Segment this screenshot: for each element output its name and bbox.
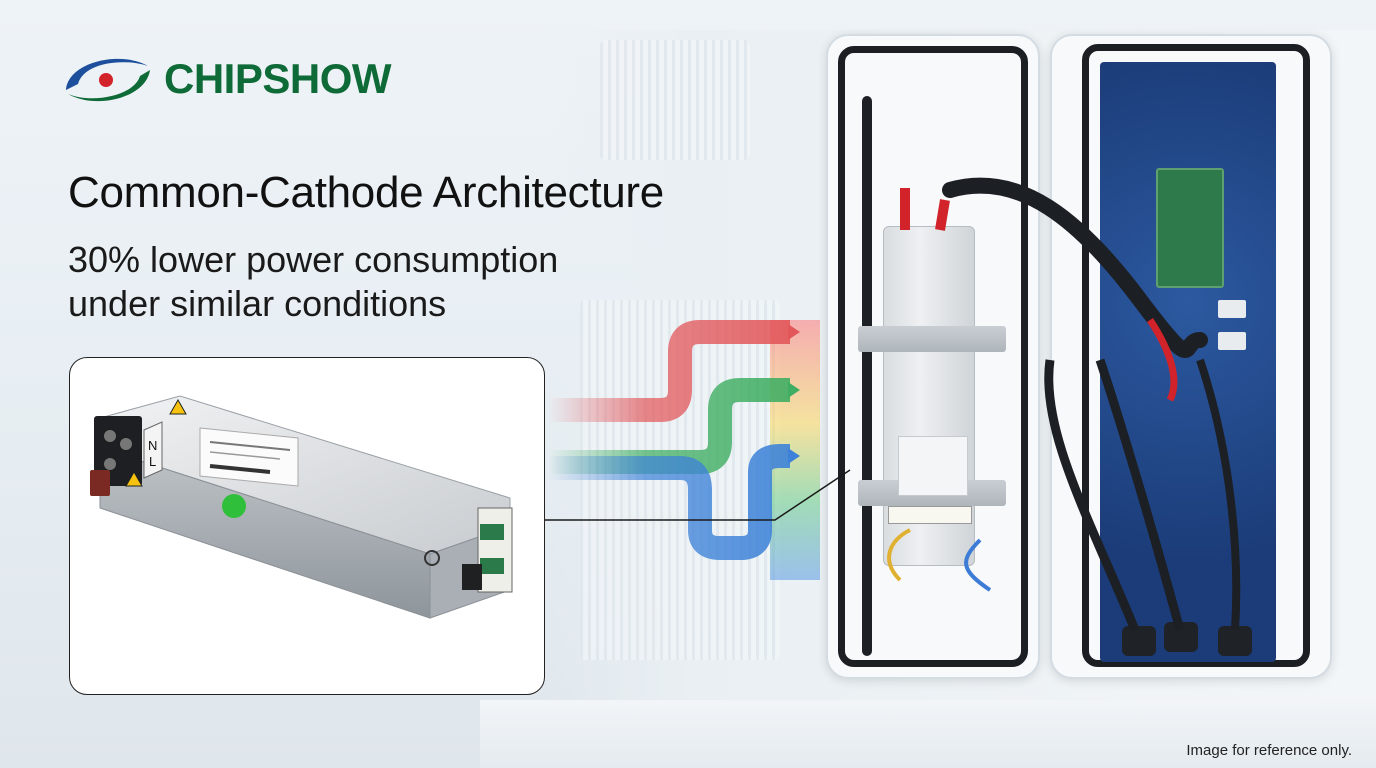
bay-gasket [1082,44,1310,667]
black-cable [862,96,872,656]
control-board-bay [1050,34,1332,679]
power-supply-unit-image: N L [90,395,513,619]
receiving-card [1156,168,1224,288]
cable-gland [1218,626,1252,656]
power-supply-bay [826,34,1040,679]
chipshow-swoosh-logo-icon [66,58,150,102]
psu-label-sticker [898,436,968,496]
cabinet-base [480,700,1376,768]
subheadline: 30% lower power consumption under simila… [68,238,628,326]
disclaimer-text: Image for reference only. [1186,742,1352,759]
power-supply-callout: N L [69,357,545,695]
cable-gland [1122,626,1156,656]
output-terminal-block [477,507,513,593]
brand-name: CHIPSHOW [164,55,392,102]
warning-icon [125,470,143,487]
mounting-bracket-top [858,326,1006,352]
subheadline-line-2: under similar conditions [68,283,447,324]
red-flow-arrow [548,320,790,422]
warning-icon [169,398,187,415]
connector [1218,332,1246,350]
brand-logo[interactable]: CHIPSHOW [60,44,392,114]
certification-label [199,427,299,487]
green-flow-arrow [548,378,790,474]
bay-gasket [838,46,1028,667]
connector [1218,300,1246,318]
callout-leader-line [545,469,851,521]
green-qc-sticker [222,494,246,518]
terminal-strip [888,506,972,524]
page-title: Common-Cathode Architecture [68,168,664,217]
subheadline-line-1: 30% lower power consumption [68,239,559,280]
led-driver-board [1100,62,1276,662]
heatsink-fins [600,40,750,160]
blue-flow-arrow [548,444,790,560]
voltage-adjust-icon [424,550,440,566]
terminal-label-n: N [148,438,157,453]
terminal-label-l: L [149,454,156,469]
